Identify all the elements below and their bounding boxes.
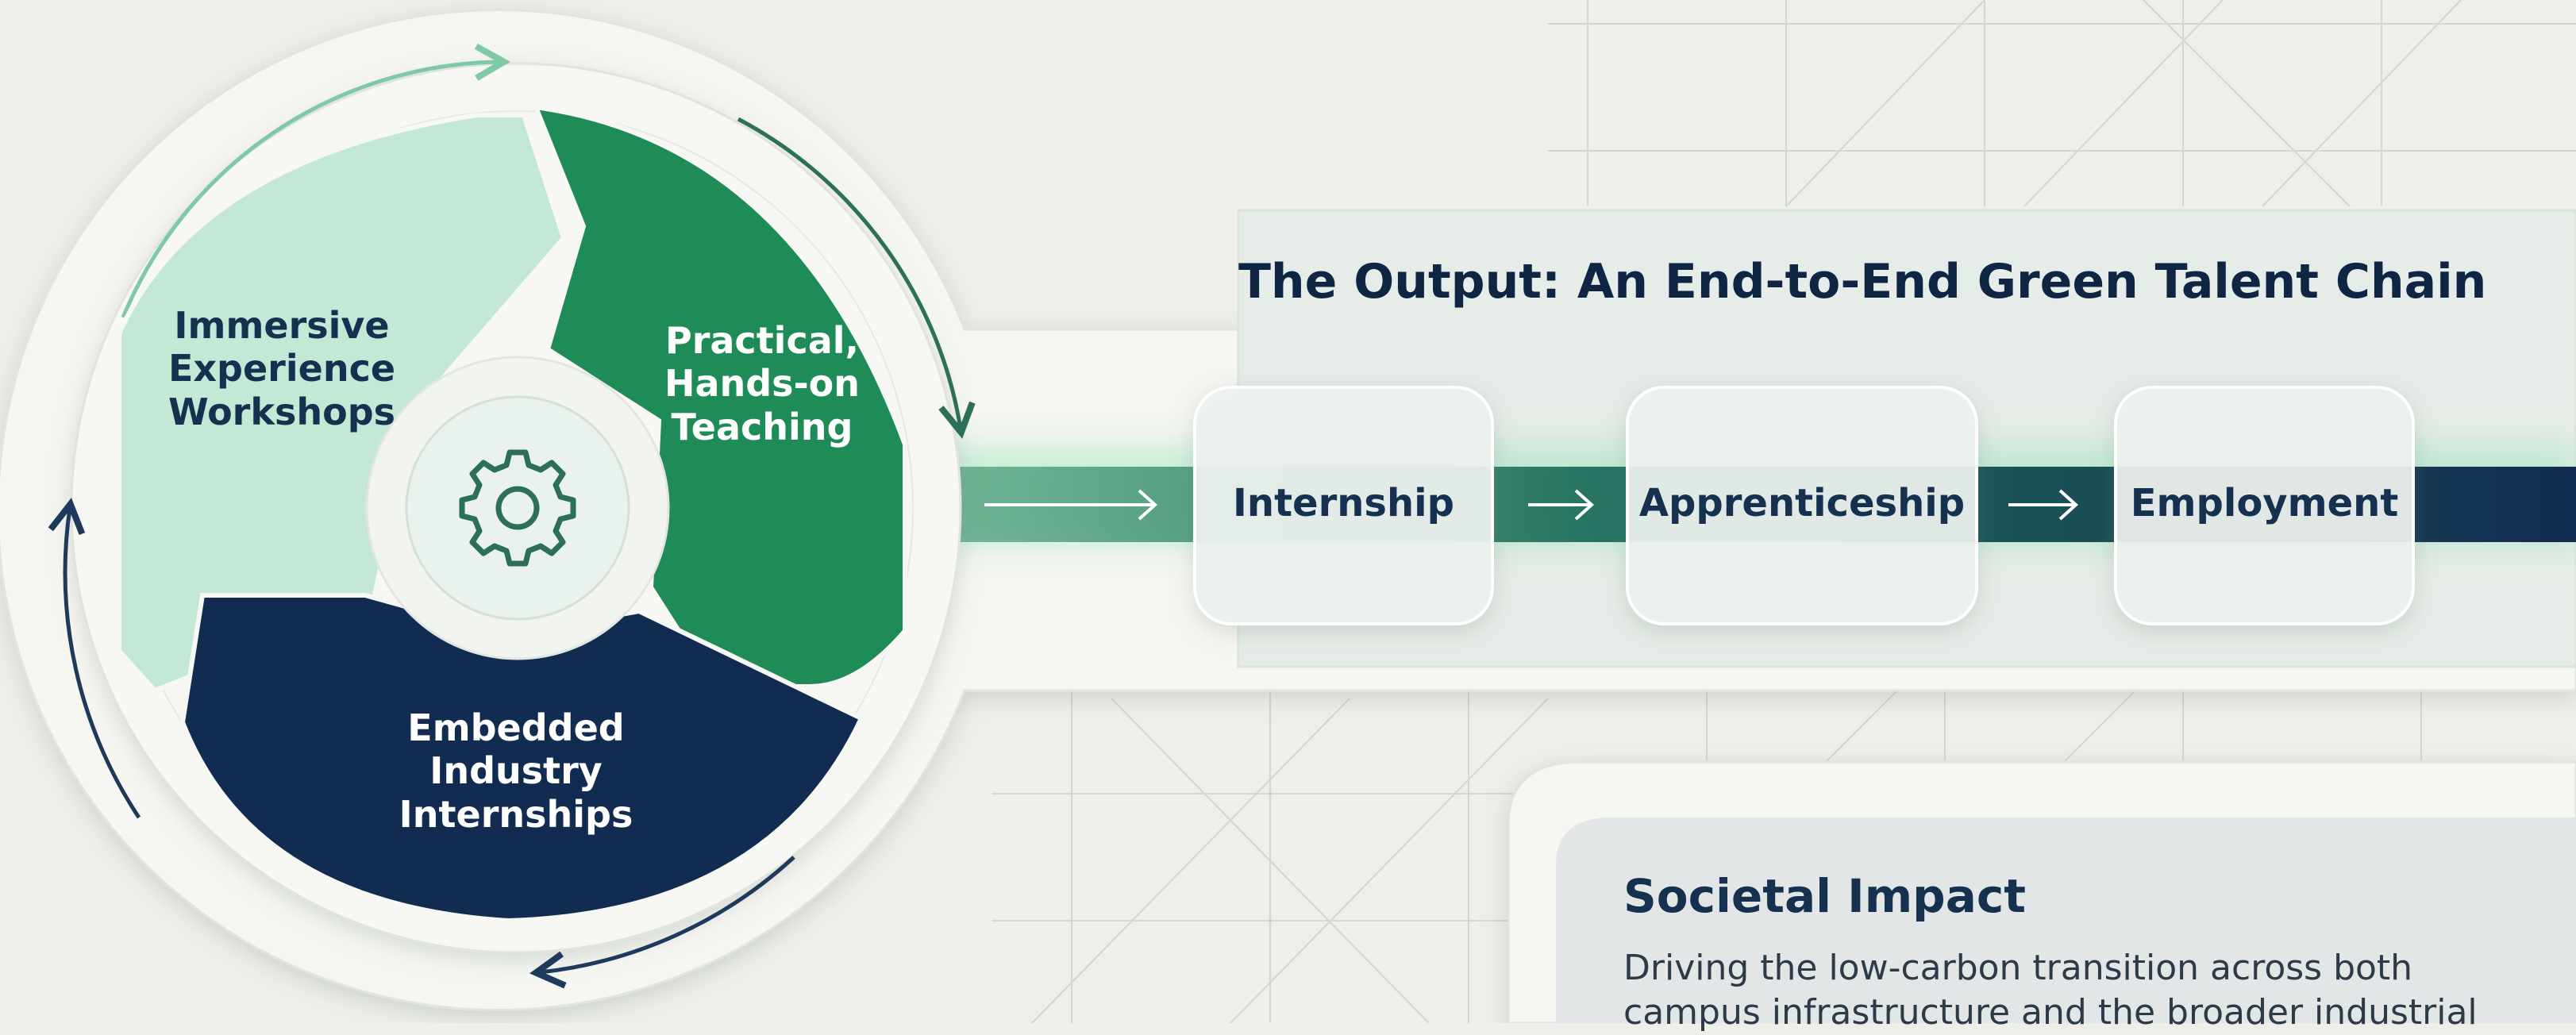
segment-label-line: Immersive	[174, 304, 390, 347]
segment-label-line: Embedded	[407, 706, 625, 749]
node-cards	[1193, 386, 2415, 625]
center-hub	[405, 395, 630, 621]
segment-immersive-workshops	[117, 113, 567, 694]
chain-title: The Output: An End-to-End Green Talent C…	[1238, 254, 2487, 310]
segment-label-line: Teaching	[671, 405, 853, 448]
impact-line: Driving the low-carbon transition across…	[1623, 948, 2413, 988]
segment-label-line: Hands-on	[664, 362, 861, 406]
cycle-arrow-bottom	[529, 856, 795, 989]
cycle-arrow-left	[48, 498, 141, 819]
segment-label-line: Experience	[167, 347, 396, 391]
impact-line: campus infrastructure and the broader in…	[1623, 992, 2478, 1033]
segment-industry-internships	[179, 593, 864, 924]
segment-label-industry: Embedded Industry Internships	[389, 706, 643, 836]
impact-title: Societal Impact	[1623, 869, 2026, 923]
impact-body: Driving the low-carbon transition across…	[1623, 946, 2536, 1035]
segment-practical-teaching	[532, 104, 907, 689]
arrow-right-icon	[984, 489, 1157, 521]
gear-icon	[459, 449, 576, 567]
cycle-arrow-right	[737, 117, 976, 439]
cycle-arrow-top	[121, 43, 511, 318]
segment-label-practical: Practical, Hands-on Teaching	[635, 319, 889, 448]
impact-card	[1556, 818, 2576, 1023]
band-arrows	[984, 489, 2078, 521]
node-label-apprenticeship: Apprenticeship	[1638, 481, 1966, 525]
segment-label-line: Practical,	[664, 319, 859, 362]
node-label-employment: Employment	[2130, 481, 2399, 525]
node-card-2	[2114, 386, 2415, 625]
segment-label-line: Industry	[429, 749, 603, 793]
node-card-1	[1626, 386, 1978, 625]
segment-label-line: Workshops	[167, 390, 396, 433]
node-label-internship: Internship	[1233, 481, 1454, 525]
segment-label-immersive: Immersive Experience Workshops	[155, 304, 409, 433]
arrow-right-icon	[2008, 489, 2078, 521]
node-card-0	[1193, 386, 1494, 625]
arrow-right-icon	[1528, 489, 1594, 521]
segment-label-line: Internships	[399, 792, 633, 836]
background-grid	[992, 0, 2576, 1023]
